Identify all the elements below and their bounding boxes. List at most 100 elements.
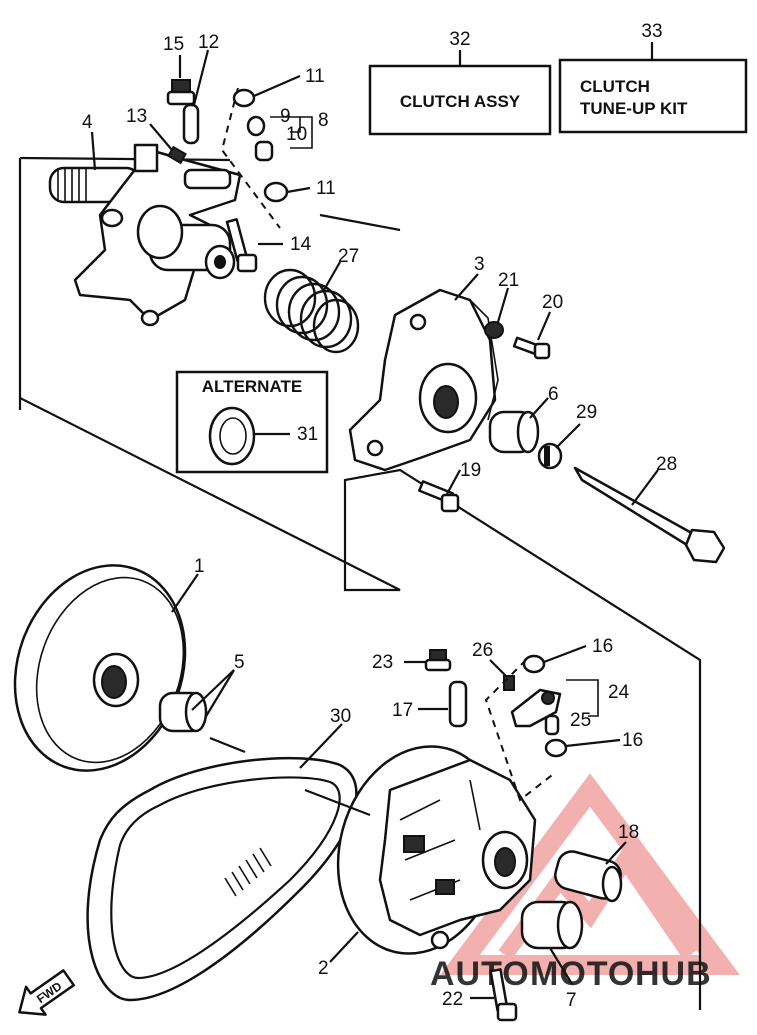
part-19-bolt: [418, 480, 460, 513]
part-20-screw: [512, 336, 551, 360]
part-24-arm: [510, 688, 562, 728]
part-16-bushing-lower: [544, 738, 568, 758]
leader-19: [446, 469, 461, 495]
callout-19: 19: [460, 460, 481, 481]
part-6-bushing: [488, 410, 540, 454]
callout-7: 7: [566, 990, 577, 1011]
part-27-spring: [263, 268, 360, 354]
clutch-assy-box: CLUTCH ASSY: [368, 50, 552, 136]
callout-2: 2: [318, 958, 329, 979]
leader-21: [496, 287, 510, 323]
callout-33: 33: [641, 21, 662, 42]
callout-1: 1: [194, 556, 205, 577]
part-13-set-screw: [167, 145, 187, 165]
leader-13: [149, 123, 173, 151]
tune-up-kit-line2: TUNE-UP KIT: [580, 99, 688, 118]
callout-17: 17: [392, 700, 413, 721]
leader-27: [323, 261, 341, 291]
callout-30: 30: [330, 706, 351, 727]
watermark-text-hub: HUB: [635, 955, 712, 993]
leader-9: [270, 116, 301, 133]
leader-30: [299, 723, 343, 769]
fwd-arrow-icon: [18, 969, 75, 1016]
callout-11-lower: 11: [316, 178, 336, 199]
callout-16-lower: 16: [622, 730, 643, 751]
alternate-box: ALTERNATE: [175, 370, 329, 474]
callout-26: 26: [472, 640, 493, 661]
part-12-pin: [182, 103, 200, 145]
leader-7: [549, 947, 573, 985]
part-25-bushing: [544, 714, 560, 736]
callout-9: 9: [280, 106, 291, 127]
leader-16-lower: [565, 738, 621, 748]
part-3-cover: [348, 288, 499, 472]
callout-31: 31: [297, 424, 318, 445]
leader-2: [329, 931, 359, 963]
watermark-text-auto: AUTO: [430, 955, 530, 993]
part-28-long-bolt: [573, 466, 726, 564]
leader-11-top: [253, 74, 301, 98]
part-1-fixed-sheave: [13, 564, 187, 772]
leader-5b: [204, 669, 235, 719]
bracket-8: [290, 116, 313, 149]
callout-29: 29: [576, 402, 597, 423]
part-11-bushing-lower: [263, 181, 289, 203]
callout-23: 23: [372, 652, 393, 673]
callout-27: 27: [338, 246, 359, 267]
callout-6: 6: [548, 384, 559, 405]
part-18-sleeve: [554, 850, 623, 903]
part-11-bushing-top: [232, 88, 256, 108]
callout-21: 21: [498, 270, 519, 291]
part-29-clip: [537, 442, 563, 470]
part-14-bolt: [225, 218, 258, 273]
leader-3: [454, 273, 479, 301]
leader-11-lower: [286, 186, 311, 194]
leader-18: [605, 841, 627, 865]
part-7-bushing: [520, 900, 584, 950]
explode-frame: [18, 156, 702, 1010]
callout-13: 13: [126, 106, 147, 127]
callout-25: 25: [570, 710, 591, 731]
group-bracket-dashed-lower: [484, 659, 557, 802]
callout-8: 8: [318, 110, 329, 131]
part-26-set-screw: [503, 675, 515, 691]
belt-guide-line-2: [304, 788, 371, 817]
part-4-spider: [48, 143, 242, 327]
callout-16-upper: 16: [592, 636, 613, 657]
callout-28: 28: [656, 454, 677, 475]
callout-12: 12: [198, 32, 219, 53]
callout-11-top: 11: [305, 66, 325, 87]
alternate-label: ALTERNATE: [202, 377, 302, 396]
leader-5a: [191, 669, 235, 711]
callout-20: 20: [542, 292, 563, 313]
part-23-fitting: [424, 649, 452, 672]
leader-26: [489, 659, 507, 677]
clutch-assy-label: CLUTCH ASSY: [400, 92, 521, 111]
belt-guide-line: [209, 736, 246, 754]
leader-1: [171, 573, 199, 613]
leader-16-upper: [543, 644, 587, 664]
part-2-movable-sheave: [336, 745, 537, 955]
part-15-fitting: [166, 79, 196, 106]
bracket-24: [566, 679, 599, 717]
callout-32: 32: [449, 29, 470, 50]
callout-18: 18: [618, 822, 639, 843]
callout-3: 3: [474, 254, 485, 275]
part-5-collar: [158, 691, 208, 733]
leader-28: [631, 469, 659, 506]
callout-10: 10: [286, 124, 307, 145]
callout-5: 5: [234, 652, 245, 673]
part-16-bushing-upper: [522, 654, 546, 674]
tune-up-kit-line1: CLUTCH: [580, 77, 650, 96]
part-10-bushing: [254, 140, 274, 162]
watermark-text-moto: MOTO: [530, 955, 635, 993]
callout-24: 24: [608, 682, 630, 703]
part-22-bolt: [489, 968, 518, 1022]
leader-6: [529, 397, 549, 419]
callout-4: 4: [82, 112, 93, 133]
tune-up-kit-box: CLUTCH TUNE-UP KIT: [558, 42, 748, 134]
leader-20: [536, 311, 552, 341]
callout-22: 22: [442, 989, 463, 1010]
part-21-nut: [484, 321, 504, 339]
